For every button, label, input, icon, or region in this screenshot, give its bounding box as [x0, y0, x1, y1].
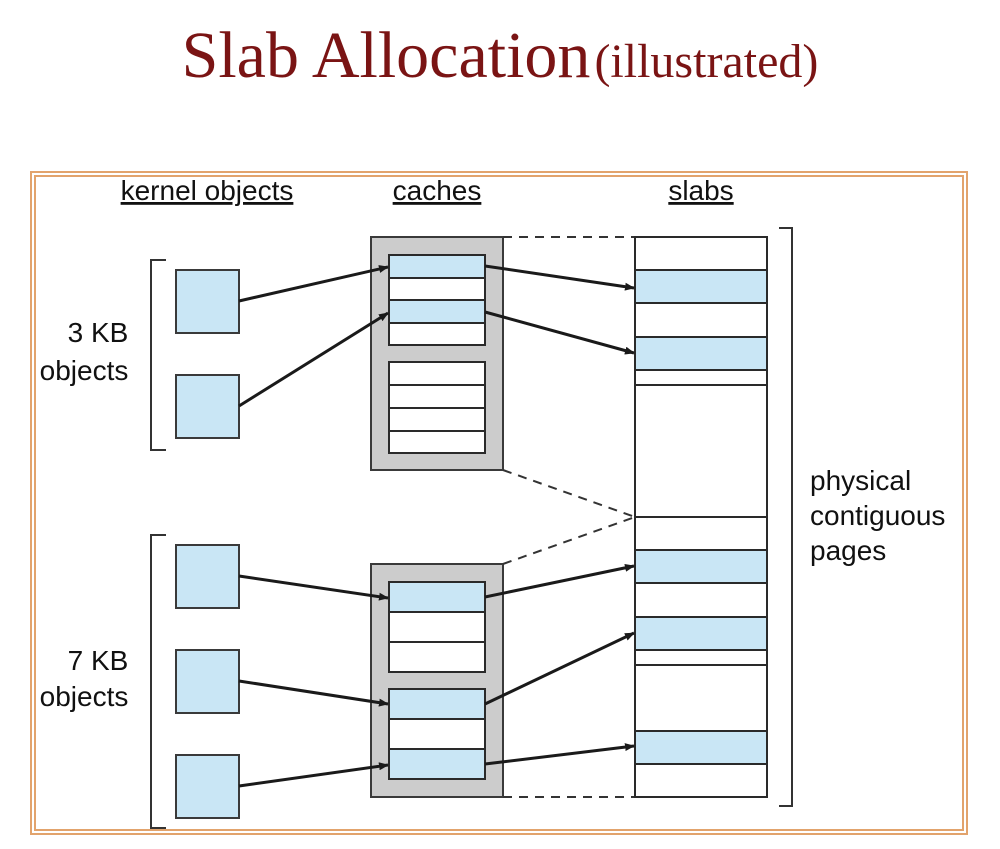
kernel-object — [175, 754, 240, 819]
cache-slot-free — [388, 611, 486, 643]
cache-slot-free — [388, 430, 486, 454]
cache-slot-free — [388, 407, 486, 432]
cache-slot-used — [388, 581, 486, 613]
group-label-3kb-line2: objects — [40, 355, 129, 386]
group-label-7kb-line2: objects — [40, 681, 129, 712]
slide-title: Slab Allocation (illustrated) — [0, 18, 1000, 94]
diagram-frame — [30, 171, 968, 835]
cache-to-slab-arrow — [484, 563, 635, 599]
object-to-cache-arrow — [238, 574, 389, 601]
slabs-header: slabs — [668, 175, 733, 206]
group-label-3kb-line1: 3 KB — [68, 317, 129, 348]
cache-slot-used — [388, 688, 486, 720]
group-bracket-3kb — [150, 259, 166, 451]
caches-header: caches — [393, 175, 482, 206]
cache-slot-free — [388, 718, 486, 750]
cache-slot-used — [388, 748, 486, 780]
pages-label-line3: pages — [810, 535, 886, 566]
slab-object-used — [634, 549, 768, 584]
object-to-cache-arrow — [238, 679, 389, 707]
kernel-object — [175, 269, 240, 334]
cache-slab-connector — [502, 516, 636, 565]
title-subtitle: (illustrated) — [594, 35, 819, 88]
object-to-cache-arrow — [238, 265, 389, 303]
cache-slot-used — [388, 299, 486, 324]
slab-object-used — [634, 269, 768, 304]
object-to-cache-arrow — [238, 311, 389, 408]
object-to-cache-arrow — [238, 762, 389, 788]
title-main: Slab Allocation — [181, 19, 591, 92]
kernel-objects-header: kernel objects — [121, 175, 294, 206]
kernel-object — [175, 374, 240, 439]
pages-label-line1: physical — [810, 465, 911, 496]
group-bracket-7kb — [150, 534, 166, 829]
cache-slot-used — [388, 254, 486, 279]
slab-object-used — [634, 616, 768, 651]
kernel-object — [175, 544, 240, 609]
diagram-frame-inner — [34, 175, 964, 831]
pages-bracket — [779, 227, 793, 807]
cache-slot-free — [388, 384, 486, 409]
cache-slot-free — [388, 277, 486, 301]
cache-to-slab-arrow — [484, 631, 635, 706]
cache-slab-connector — [502, 469, 636, 518]
cache-to-slab-arrow — [484, 310, 635, 355]
cache-to-slab-arrow — [484, 743, 635, 766]
cache-slot-free — [388, 322, 486, 346]
group-label-7kb-line1: 7 KB — [68, 645, 129, 676]
cache-slot-free — [388, 641, 486, 673]
pages-label-line2: contiguous — [810, 500, 945, 531]
cache-to-slab-arrow — [484, 264, 635, 291]
kernel-object — [175, 649, 240, 714]
slab-object-used — [634, 336, 768, 371]
cache-slot-free — [388, 361, 486, 386]
slab-object-used — [634, 730, 768, 765]
